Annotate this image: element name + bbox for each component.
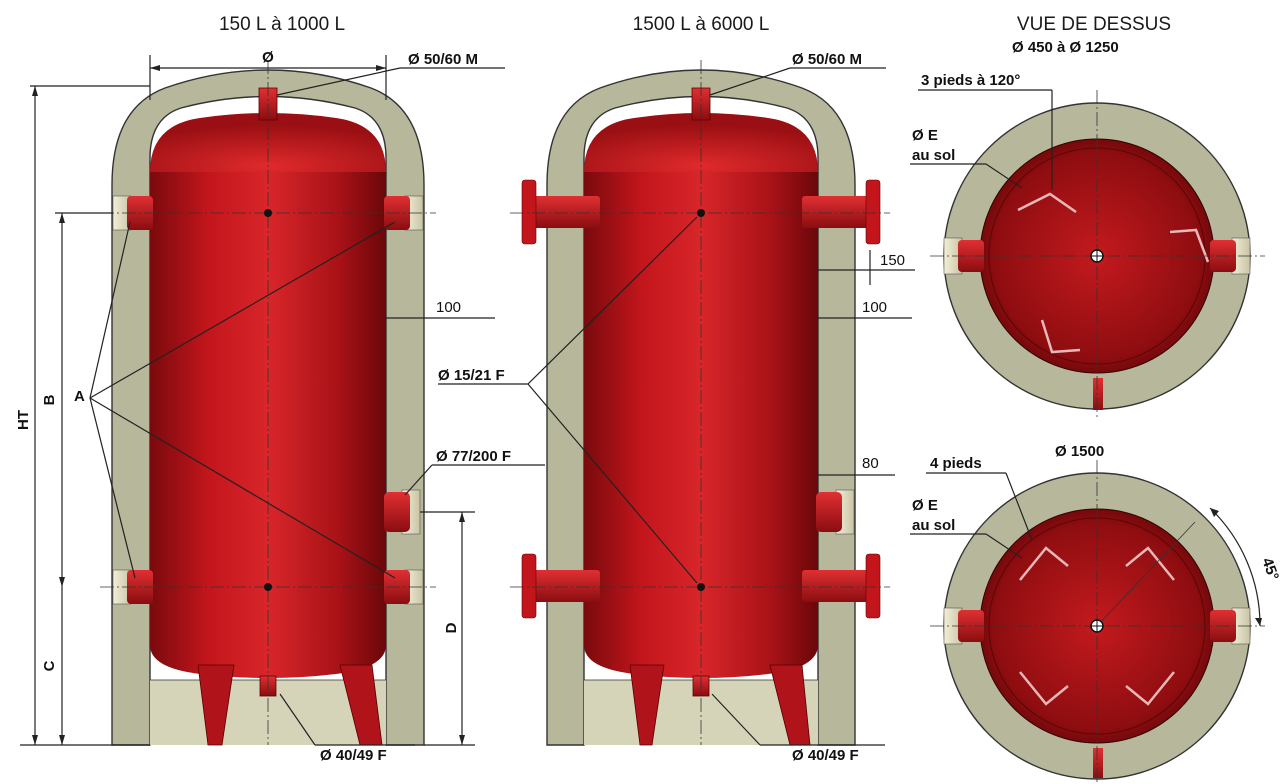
label-side-port: Ø 15/21 F: [438, 367, 505, 384]
title-small-range: 150 L à 1000 L: [219, 14, 345, 35]
label-floor-e-3: Ø E: [912, 497, 938, 514]
top-view-4-feet: [930, 460, 1265, 784]
label-b: B: [41, 394, 58, 405]
label-feet-120: 3 pieds à 120°: [921, 72, 1020, 89]
label-feet-4: 4 pieds: [930, 455, 982, 472]
label-a: A: [74, 388, 85, 405]
label-80: 80: [862, 455, 879, 472]
label-100-large: 100: [862, 299, 887, 316]
label-ht: HT: [15, 410, 32, 430]
tank-large: [510, 60, 890, 746]
label-diam: Ø: [262, 49, 274, 66]
label-c: C: [41, 660, 58, 671]
label-45-degrees: 45°: [1258, 556, 1282, 583]
title-top-view: VUE DE DESSUS: [1017, 14, 1171, 35]
label-150: 150: [880, 252, 905, 269]
top-view-2-labels: Ø 1500 4 pieds Ø E au sol 45°: [910, 443, 1282, 627]
label-d: D: [443, 622, 460, 633]
label-floor-e-2: au sol: [912, 147, 955, 164]
label-top-port-small: Ø 50/60 M: [408, 51, 478, 68]
dims-large: Ø 50/60 M 150 100 80 Ø 15/21 F Ø 40/49 F: [438, 51, 915, 764]
label-floor-e-1: Ø E: [912, 127, 938, 144]
label-floor-e-4: au sol: [912, 517, 955, 534]
label-flange-port: Ø 77/200 F: [436, 448, 511, 465]
label-bottom-port-small: Ø 40/49 F: [320, 747, 387, 764]
label-diam-1500: Ø 1500: [1055, 443, 1104, 460]
top-view-1-labels: Ø 450 à Ø 1250 3 pieds à 120° Ø E au sol: [910, 39, 1119, 190]
label-diam-range: Ø 450 à Ø 1250: [1012, 39, 1119, 56]
tank-small: [100, 60, 436, 746]
label-top-port-large: Ø 50/60 M: [792, 51, 862, 68]
title-large-range: 1500 L à 6000 L: [633, 14, 770, 35]
label-bottom-port-large: Ø 40/49 F: [792, 747, 859, 764]
top-view-3-feet: [930, 90, 1265, 420]
label-100-small: 100: [436, 299, 461, 316]
dims-small: Ø Ø 50/60 M HT B C A 100 Ø 77/200 F: [15, 49, 545, 764]
